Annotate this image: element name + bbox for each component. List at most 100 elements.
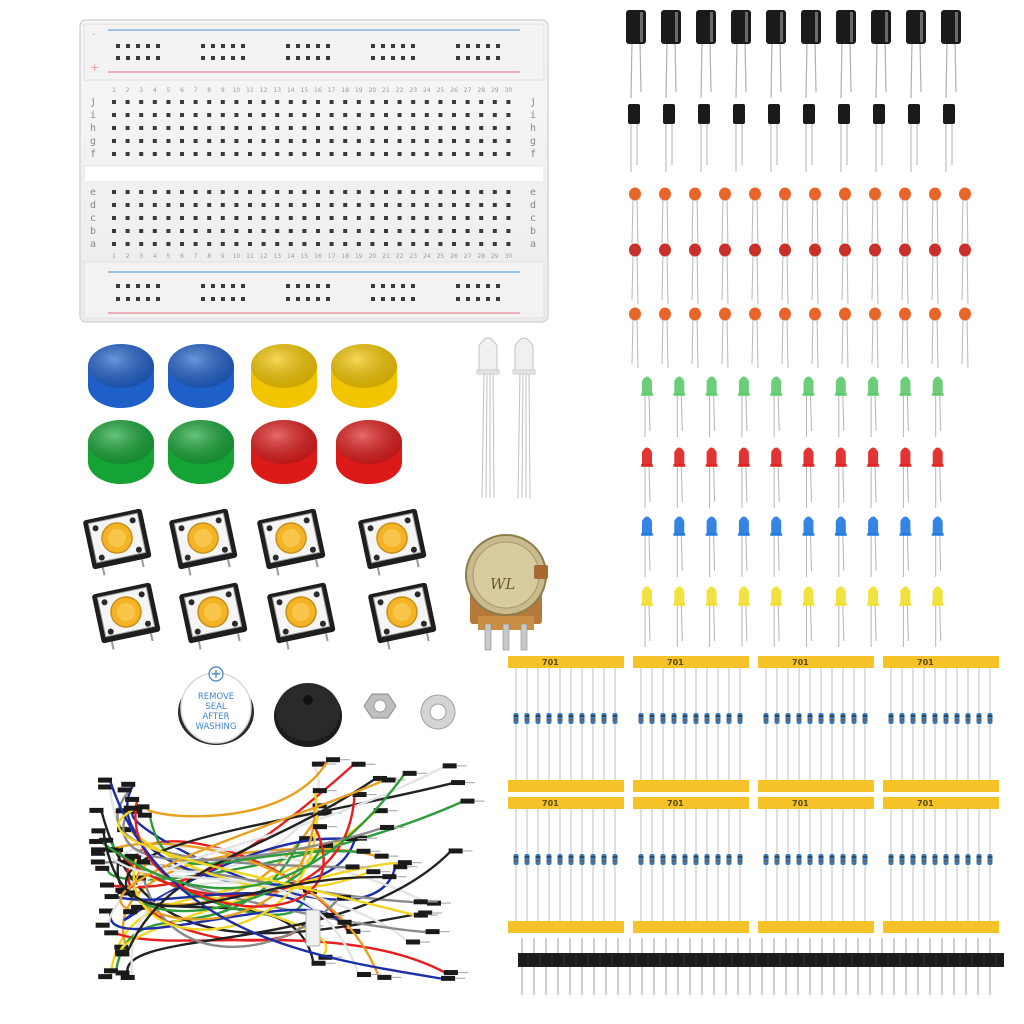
- resistor-body: [899, 713, 905, 724]
- resistor-body: [737, 854, 743, 865]
- row-letter: i: [530, 110, 536, 121]
- ceramic-lead: [751, 253, 754, 301]
- potentiometer-pin: [484, 623, 492, 651]
- ceramic-lead: [696, 197, 699, 249]
- capacitor-lead: [849, 39, 852, 93]
- breadboard-hole: [424, 190, 429, 194]
- breadboard-hole: [492, 242, 497, 246]
- led: [868, 586, 879, 605]
- capacitor-lead: [910, 39, 913, 99]
- resistor-body: [976, 854, 982, 865]
- switch-rivet: [383, 628, 390, 635]
- led-rim: [770, 464, 783, 467]
- breadboard-hole: [220, 126, 225, 130]
- wire-connector: [117, 787, 132, 793]
- column-number: 22: [396, 87, 404, 94]
- ceramic-lead: [841, 253, 844, 301]
- capacitor-stripe: [815, 12, 818, 42]
- breadboard-hole: [316, 113, 320, 117]
- rail-hole: [296, 56, 300, 60]
- breadboard-hole: [152, 203, 157, 207]
- led-lead: [648, 534, 651, 572]
- breadboard-hole: [479, 152, 484, 156]
- breadboard-hole: [248, 216, 252, 220]
- led: [642, 447, 652, 466]
- breadboard-hole: [356, 216, 361, 220]
- resistor-body: [851, 713, 857, 724]
- wire-connector: [460, 798, 475, 804]
- breadboard-hole: [424, 139, 429, 143]
- wire-connector: [91, 847, 106, 853]
- ceramic-capacitor: [629, 187, 641, 201]
- rail-hole: [201, 44, 205, 48]
- resistor-body: [535, 713, 541, 724]
- capacitor-lead: [744, 39, 747, 93]
- switch-rivet: [313, 591, 320, 598]
- led-lead: [842, 604, 845, 642]
- rail-hole: [401, 297, 405, 301]
- breadboard-hole: [139, 100, 144, 104]
- rail-hole: [381, 56, 385, 60]
- breadboard-hole: [180, 229, 184, 233]
- ceramic-lead: [846, 253, 849, 305]
- breadboard-hole: [248, 203, 252, 207]
- breadboard-hole: [261, 126, 266, 130]
- resistor-body: [932, 854, 938, 865]
- breadboard-hole: [180, 100, 184, 104]
- led-lead: [680, 465, 683, 503]
- breadboard-hole: [166, 229, 171, 233]
- breadboard-hole: [220, 203, 225, 207]
- ceramic-lead: [691, 317, 694, 365]
- rail-hole: [156, 284, 160, 288]
- resistor-body: [726, 854, 732, 865]
- led-lead: [713, 465, 716, 503]
- led-rim: [867, 533, 880, 536]
- column-number: 30: [505, 253, 513, 260]
- resistor-body: [601, 713, 607, 724]
- resistor-body: [513, 713, 519, 724]
- wire-connector: [120, 974, 135, 980]
- rail-hole: [221, 56, 225, 60]
- breadboard-hole: [207, 203, 212, 207]
- ceramic-capacitor: [659, 187, 671, 201]
- rail-hole: [476, 56, 480, 60]
- breadboard-hole: [411, 152, 416, 156]
- switch-rivet: [404, 517, 411, 524]
- ceramic-capacitor: [629, 243, 641, 257]
- resistor-body: [899, 854, 905, 865]
- column-number: 18: [341, 253, 349, 260]
- rail-hole: [466, 297, 470, 301]
- rail-hole: [371, 297, 375, 301]
- led-lead: [680, 534, 683, 572]
- rail-hole: [476, 44, 480, 48]
- tactile-switch: [92, 582, 161, 650]
- rail-hole: [371, 56, 375, 60]
- rail-hole: [126, 284, 130, 288]
- ceramic-lead: [931, 317, 934, 365]
- ceramic-lead: [901, 197, 904, 245]
- column-number: 6: [180, 253, 184, 260]
- column-number: 7: [194, 87, 198, 94]
- switch-pin: [324, 633, 329, 642]
- breadboard-hole: [180, 152, 184, 156]
- breadboard-hole: [316, 100, 320, 104]
- rail-hole: [286, 297, 290, 301]
- wire-connector: [90, 859, 105, 865]
- breadboard-hole: [112, 100, 116, 104]
- row-letter: b: [530, 226, 536, 237]
- ceramic-lead: [636, 253, 639, 305]
- capacitor-lead: [919, 39, 922, 93]
- breadboard-hole: [112, 126, 116, 130]
- breadboard-hole: [329, 126, 334, 130]
- column-number: 5: [166, 253, 170, 260]
- button-cap-shade: [88, 344, 154, 388]
- wire-connector: [397, 860, 412, 866]
- ceramic-lead: [721, 253, 724, 301]
- breadboard-hole: [288, 242, 293, 246]
- breadboard-hole: [452, 139, 456, 143]
- column-number: 27: [464, 253, 472, 260]
- resistor-body: [921, 713, 927, 724]
- led-rim: [867, 393, 880, 396]
- ceramic-lead: [906, 317, 909, 369]
- resistor-body: [590, 854, 596, 865]
